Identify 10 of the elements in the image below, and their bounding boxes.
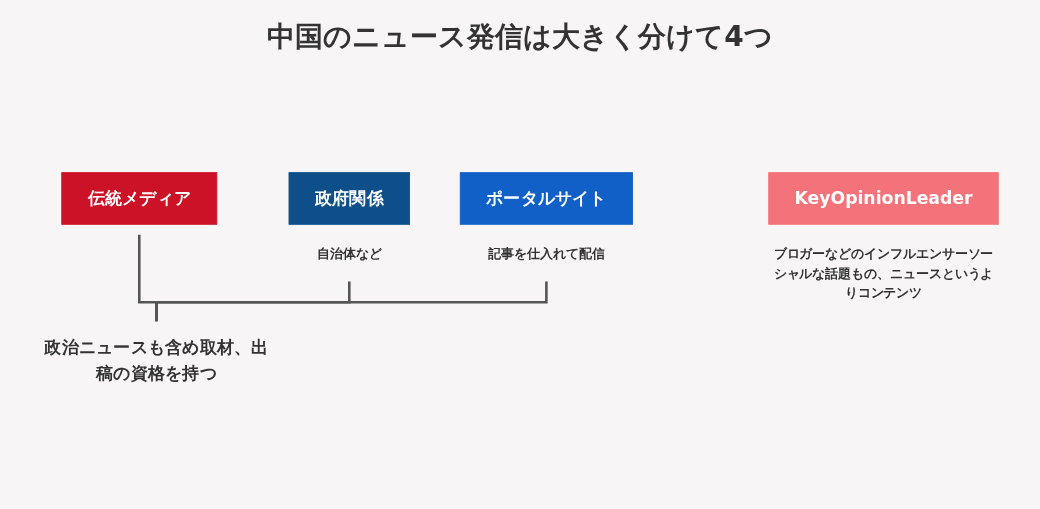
node-box: 政府関係 — [288, 172, 411, 225]
node-box: 伝統メディア — [61, 172, 218, 225]
node-text: 政治ニュースも含め取材、出稿の資格を持つ — [44, 336, 269, 384]
node-box: ポータルサイト — [459, 172, 633, 225]
node-label: 自治体など — [316, 245, 382, 262]
node-label: ブロガーなどのインフルエンサーソーシャルな話題もの、ニュースというよりコンテンツ — [773, 245, 994, 300]
node-box: KeyOpinionLeader — [768, 172, 999, 225]
connector — [155, 281, 548, 322]
diagram-title: 中国のニュース発信は大きく分けて4つ — [267, 19, 773, 55]
node-label: 記事を仕入れて配信 — [488, 245, 605, 262]
